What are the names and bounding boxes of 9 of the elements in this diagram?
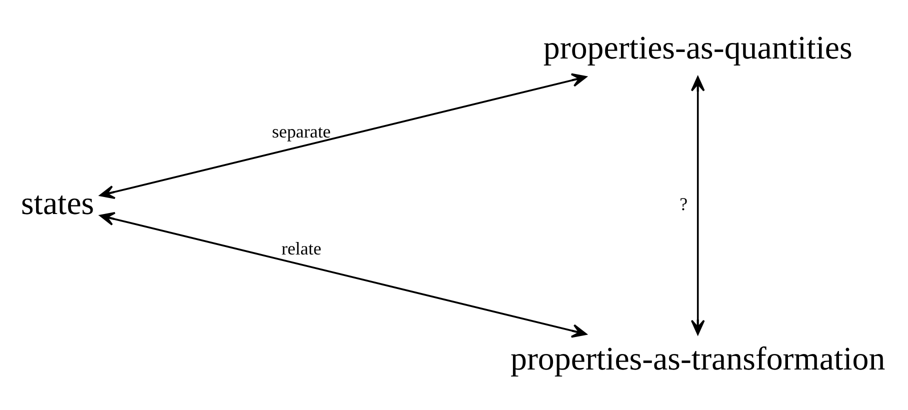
node-text: properties-as-quantities <box>543 30 852 66</box>
node-text: properties-as-transformation <box>510 340 886 377</box>
edge-label: relate <box>281 238 322 258</box>
edge-label: ? <box>680 194 688 214</box>
arrow <box>99 212 587 338</box>
edge-label: separate <box>272 121 331 142</box>
node-text: states <box>20 185 94 222</box>
arrow <box>690 76 705 334</box>
arrow <box>99 72 587 198</box>
